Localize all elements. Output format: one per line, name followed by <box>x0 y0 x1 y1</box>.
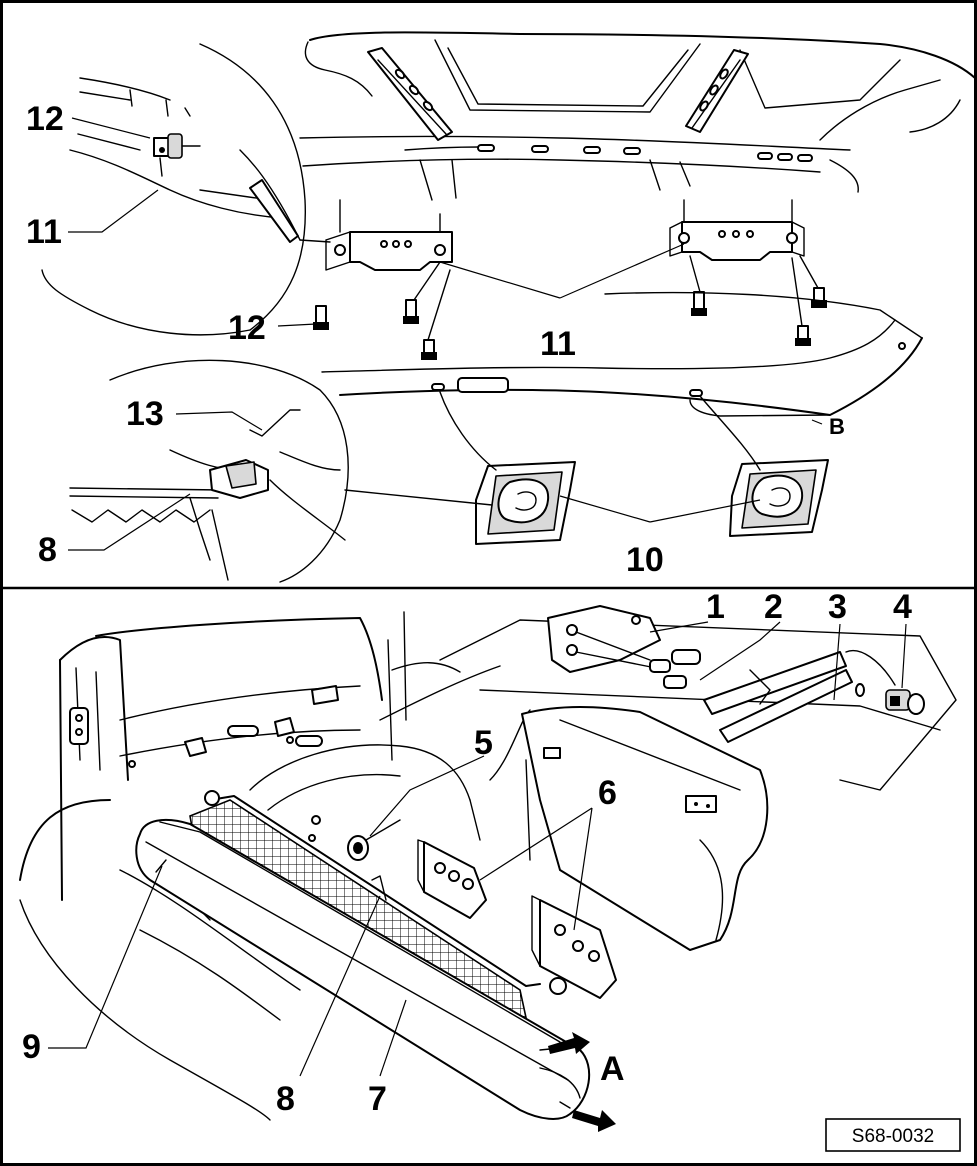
callout-8-bottom: 8 <box>276 1080 295 1118</box>
arrow-icon <box>572 1110 616 1132</box>
callout-7: 7 <box>368 1080 387 1118</box>
callout-4: 4 <box>893 588 912 626</box>
callout-11-center: 11 <box>540 325 576 363</box>
figure-code-box: S68-0032 <box>825 1118 961 1152</box>
side-trim-panel <box>521 706 769 951</box>
retaining-bracket-right <box>531 895 617 999</box>
upper-rear-assembly <box>379 605 957 791</box>
clip-nut-icon <box>153 133 201 159</box>
screw-icon <box>649 649 701 689</box>
callout-9: 9 <box>22 1028 41 1066</box>
callout-b: B <box>829 414 845 439</box>
hinge-icon <box>69 707 89 745</box>
callout-12-center: 12 <box>228 309 266 347</box>
callout-6: 6 <box>598 774 617 812</box>
bolt-icon <box>403 299 419 324</box>
detail-circle-upper <box>41 43 307 336</box>
retaining-bracket-left <box>417 839 487 919</box>
top-panel: 12 11 12 11 13 B 8 10 <box>26 31 976 583</box>
bottom-panel: 1 2 3 4 5 6 9 A 8 7 S68-0032 <box>19 588 961 1152</box>
push-clip-icon <box>347 819 401 861</box>
crossmember-slots <box>477 144 813 162</box>
bolt-icon <box>811 287 827 308</box>
leader-lines-bottom <box>48 621 907 1077</box>
bolt-icon <box>313 305 329 330</box>
bolt-icon <box>795 325 811 346</box>
bolt-icon <box>691 291 707 316</box>
callout-5: 5 <box>474 724 493 762</box>
callout-3: 3 <box>828 588 847 626</box>
trim-panel-b <box>321 291 923 417</box>
detail-circle-lower <box>69 359 349 583</box>
callout-12-left: 12 <box>26 100 64 138</box>
callout-1: 1 <box>706 588 725 626</box>
bolt-icon <box>421 339 437 360</box>
callout-13: 13 <box>126 395 164 433</box>
roof-frame <box>299 31 976 201</box>
mounting-bracket-left <box>325 199 453 271</box>
callout-10: 10 <box>626 541 664 579</box>
seal-grommet-left <box>475 461 576 545</box>
cargo-net-cassette <box>135 790 616 1132</box>
clip-fastener-icon <box>855 683 925 715</box>
callout-8-top: 8 <box>38 531 57 569</box>
callout-2: 2 <box>764 588 783 626</box>
rail-slots <box>394 68 729 112</box>
callout-a: A <box>600 1050 625 1088</box>
figure-code: S68-0032 <box>852 1126 934 1147</box>
leader-lines-top <box>68 117 823 551</box>
car-body <box>19 611 461 1121</box>
bolts <box>313 255 827 360</box>
mounting-bracket-right <box>669 199 805 261</box>
seal-grommet-right <box>729 459 829 537</box>
callout-11-left: 11 <box>26 213 62 251</box>
